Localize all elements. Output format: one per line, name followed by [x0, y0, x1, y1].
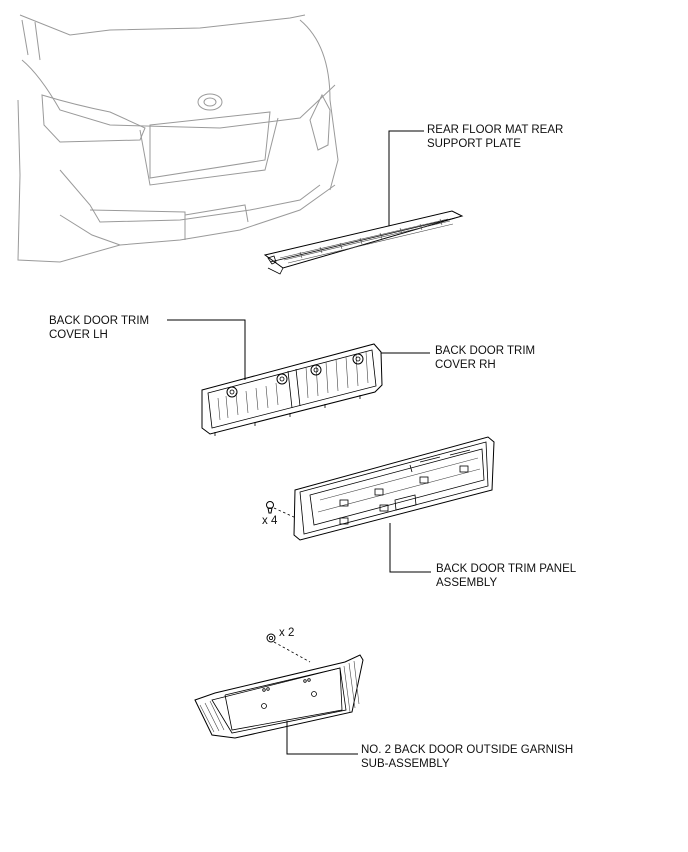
rear-floor-mat-rear-support-plate: [263, 210, 464, 275]
label-back-door-trim-cover-rh: BACK DOOR TRIM COVER RH: [435, 344, 535, 372]
vehicle-rear-illustration: [17, 14, 339, 263]
label-line: REAR FLOOR MAT REAR: [427, 124, 564, 136]
no2-back-door-outside-garnish: [194, 633, 364, 739]
label-line: ASSEMBLY: [436, 577, 498, 589]
label-line: BACK DOOR TRIM PANEL: [436, 563, 577, 575]
quantity-trim-panel-clips: x 4: [262, 515, 278, 527]
label-line: BACK DOOR TRIM: [435, 345, 536, 357]
label-line: COVER LH: [49, 329, 108, 341]
label-rear-floor-mat-rear-support-plate: REAR FLOOR MAT REAR SUPPORT PLATE: [427, 123, 563, 151]
label-line: BACK DOOR TRIM: [49, 315, 150, 327]
label-no2-back-door-outside-garnish: NO. 2 BACK DOOR OUTSIDE GARNISH SUB-ASSE…: [361, 743, 573, 771]
label-line: SUB-ASSEMBLY: [361, 758, 450, 770]
leader-lines: [167, 130, 431, 755]
label-back-door-trim-panel-assembly: BACK DOOR TRIM PANEL ASSEMBLY: [436, 562, 576, 590]
back-door-trim-covers: [201, 343, 383, 436]
label-line: NO. 2 BACK DOOR OUTSIDE GARNISH: [361, 744, 574, 756]
quantity-garnish-nuts: x 2: [279, 627, 295, 639]
label-line: COVER RH: [435, 359, 496, 371]
back-door-trim-panel-assembly: [266, 436, 495, 541]
label-back-door-trim-cover-lh: BACK DOOR TRIM COVER LH: [49, 314, 149, 342]
label-line: SUPPORT PLATE: [427, 138, 521, 150]
